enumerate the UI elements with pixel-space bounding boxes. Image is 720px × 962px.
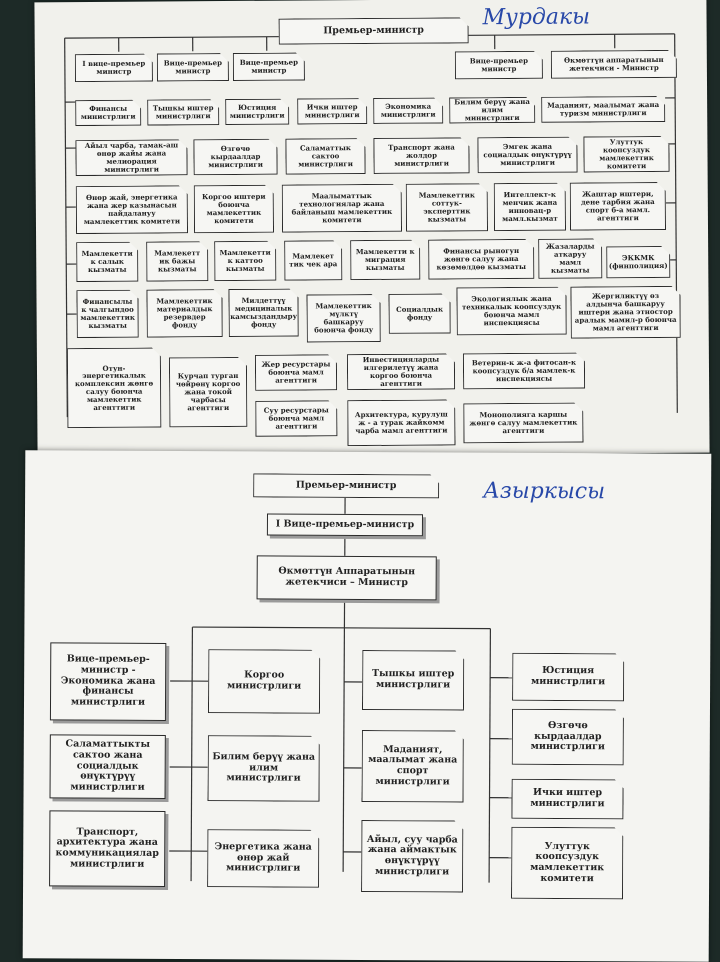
old-ministry-health: Саламаттык сактоо министрлиги bbox=[285, 138, 365, 175]
old-chief-of-staff: Өкмөттүн аппаратынын жетекчиси - Министр bbox=[551, 50, 677, 79]
old-border-service: Мамлекет тик чек ара bbox=[284, 240, 342, 280]
old-handwritten-label: Мурдакы bbox=[482, 4, 590, 30]
old-antimonopoly-agency: Монополияга каршы жөнгө салуу мамлекетти… bbox=[463, 403, 583, 444]
old-state-property-fund: Мамлекеттик мүлктү башкаруу боюнча фонду bbox=[306, 294, 380, 343]
new-culture-sports-ministry: Маданият, маалымат жана спорт министрлиг… bbox=[361, 730, 463, 803]
old-architecture-agency: Архитектура, курулуш ж - а турак жайкомм… bbox=[347, 399, 455, 446]
old-veterinary-inspection: Ветерин-к ж-а фитосан-к коопсуздук б/а м… bbox=[463, 353, 585, 390]
old-forensic-service: Мамлекеттик соттук-эксперттик кызматы bbox=[406, 183, 488, 232]
new-emergency-ministry: Өзгөчө кырдаалдар министрлиги bbox=[512, 709, 624, 766]
new-agriculture-regional-ministry: Айыл, суу чарба жана аймактык өнүктүрүү … bbox=[361, 820, 463, 893]
old-customs-service: Мамлекетт ик бажы кызматы bbox=[146, 241, 208, 281]
old-vice-premier-1: Вице-премьер министр bbox=[157, 53, 229, 82]
old-ecological-inspection: Экологиялык жана техникалык коопсуздук б… bbox=[456, 287, 566, 336]
old-fuel-energy-agency: Отун-энергетикалык комплексин жөнгө салу… bbox=[67, 347, 162, 428]
old-structure-sheet: Мурдакы Премьер-министр I вице-премьер м… bbox=[34, 0, 709, 457]
new-structure-sheet: Азыркысы Премьер-министр I Вице-премьер-… bbox=[23, 450, 712, 962]
old-ministry-finance: Финансы министрлиги bbox=[75, 100, 141, 126]
new-national-security-committee: Улуттук коопсуздук мамлекеттик комитети bbox=[511, 827, 623, 900]
old-ministry-transport: Транспорт жана жолдор министрлиги bbox=[373, 137, 469, 174]
old-migration-service: Мамлекетти к миграция кызматы bbox=[350, 240, 420, 280]
old-ministry-culture: Маданият, маалымат жана туризм министрли… bbox=[541, 96, 665, 123]
new-handwritten-label: Азыркысы bbox=[483, 479, 605, 505]
old-ministry-economy: Экономика министрлиги bbox=[373, 98, 443, 124]
old-vice-premier-2: Вице-премьер министр bbox=[233, 52, 305, 81]
old-land-resources-agency: Жер ресурстары боюнча мамл агенттиги bbox=[255, 354, 337, 391]
old-ministry-interior: Ички иштер министрлиги bbox=[297, 98, 367, 124]
old-water-resources-agency: Суу ресурстары боюнча мамл агенттиги bbox=[255, 400, 337, 437]
new-economy-finance-ministry: Вице-премьер-министр - Экономика жана фи… bbox=[50, 642, 166, 721]
old-prime-minister-box: Премьер-министр bbox=[279, 17, 469, 44]
new-energy-industry-ministry: Энергетика жана өнөр жай министрлиги bbox=[207, 829, 319, 888]
old-ministry-foreign: Тышкы иштер министрлиги bbox=[147, 99, 219, 126]
old-registration-service: Мамлекетти к каттоо кызматы bbox=[214, 241, 276, 281]
old-medical-insurance-fund: Милдеттүү медициналык камсыздандыру фонд… bbox=[228, 289, 298, 337]
old-material-reserves-fund: Мамлекеттик материалдык резервдер фонду bbox=[146, 289, 222, 338]
old-ministry-agriculture: Айыл чарба, тамак-аш өнөр жайы жана мели… bbox=[75, 139, 187, 176]
new-prime-minister-box: Премьер-министр bbox=[253, 473, 439, 498]
new-transport-architecture-ministry: Транспорт, архитектура жана коммуникация… bbox=[49, 810, 165, 887]
old-ministry-labor: Эмгек жана социалдык өнүктүрүү министрли… bbox=[477, 137, 577, 174]
old-financial-market-service: Финансы рыногун жөнгө салуу жана көзөмөл… bbox=[428, 239, 534, 280]
old-youth-sports-agency: Жаштар иштери, дене тарбия жана спорт б-… bbox=[570, 182, 666, 231]
new-health-social-ministry: Саламаттыкты сактоо жана социалдык өнүкт… bbox=[50, 734, 166, 799]
old-ministry-justice: Юстиция министрлиги bbox=[225, 99, 289, 125]
new-education-ministry: Билим берүү жана илим министрлиги bbox=[207, 735, 319, 802]
new-interior-ministry: Ички иштер министрлиги bbox=[511, 779, 623, 820]
old-social-fund: Социалдык фонду bbox=[388, 293, 450, 333]
old-national-security-committee: Улуттук коопсуздук мамлекеттик комитети bbox=[583, 136, 669, 173]
old-industry-committee: Өнөр жай, энергетика жана жер казынасын … bbox=[76, 185, 188, 234]
new-defense-ministry: Коргоо министрлиги bbox=[208, 649, 320, 714]
new-foreign-affairs-ministry: Тышкы иштер министрлиги bbox=[362, 650, 464, 711]
old-intellectual-property-service: Интеллект-к менчик жана инновац-р мамл.к… bbox=[494, 183, 566, 232]
old-investment-agency: Инвестицияларды илгерилетүү жана коргоо … bbox=[347, 353, 455, 390]
old-financial-intelligence-service: Финансылы к чалгындоо мамлекеттик кызмат… bbox=[76, 290, 138, 338]
old-first-vice-premier: I вице-премьер министр bbox=[75, 54, 153, 83]
old-ministry-education: Билим берүү жана илим министрлиги bbox=[449, 97, 535, 124]
old-penitentiary-service: Жазаларды аткаруу мамл кызматы bbox=[538, 238, 602, 278]
new-first-vice-premier: I Вице-премьер-министр bbox=[267, 513, 423, 536]
new-justice-ministry: Юстиция министрлиги bbox=[512, 653, 624, 702]
old-environment-agency: Курчап турган чөйрөнү коргоо жана токой … bbox=[169, 357, 247, 428]
old-vice-premier-3: Вице-премьер министр bbox=[455, 51, 543, 80]
old-tax-service: Мамлекетти к салык кызматы bbox=[76, 242, 138, 282]
old-local-government-agency: Жергиликтүү өз алдынча башкаруу иштери ж… bbox=[570, 286, 680, 339]
old-financial-police: ЭККМК (финполиция) bbox=[606, 246, 670, 278]
old-ministry-emergency: Өзгөчө кырдаалдар министрлиги bbox=[193, 139, 277, 176]
old-it-committee: Маалыматтык технологиялар жана байланыш … bbox=[282, 184, 402, 233]
new-chief-of-staff: Өкмөттүн Аппаратынын жетекчиси – Министр bbox=[257, 555, 437, 600]
old-defense-committee: Коргоо иштери боюнча мамлекеттик комитет… bbox=[194, 185, 274, 234]
